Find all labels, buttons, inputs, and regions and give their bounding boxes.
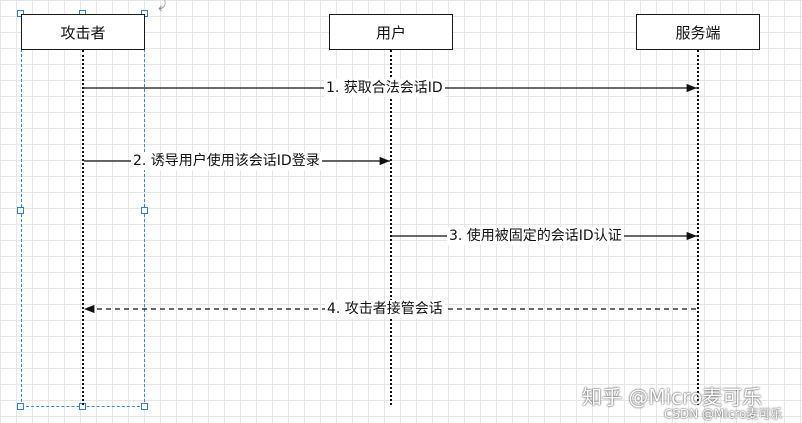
- selection-handle-bl[interactable]: [17, 403, 24, 410]
- zhihu-watermark: 知乎 @Micro麦可乐: [582, 385, 763, 409]
- message-3-label[interactable]: 3. 使用被固定的会话ID认证: [447, 227, 624, 245]
- selection-handle-br[interactable]: [141, 403, 148, 410]
- message-2-label[interactable]: 2. 诱导用户使用该会话ID登录: [131, 152, 322, 170]
- message-4-label[interactable]: 4. 攻击者接管会话: [325, 300, 445, 318]
- rotate-handle-icon[interactable]: ⤸: [158, 0, 167, 12]
- lifeline-attacker[interactable]: [82, 50, 84, 405]
- participant-user[interactable]: 用户: [329, 14, 453, 50]
- message-1-label[interactable]: 1. 获取合法会话ID: [324, 79, 445, 97]
- lifeline-user[interactable]: [390, 50, 392, 405]
- selection-handle-tl[interactable]: [17, 10, 24, 17]
- csdn-watermark: CSDN @Micro麦可乐: [664, 407, 783, 421]
- selection-handle-ml[interactable]: [17, 207, 24, 214]
- participant-server[interactable]: 服务端: [636, 14, 760, 50]
- participant-attacker[interactable]: 攻击者: [21, 14, 145, 50]
- lifeline-server[interactable]: [697, 50, 699, 405]
- selection-handle-mr[interactable]: [141, 207, 148, 214]
